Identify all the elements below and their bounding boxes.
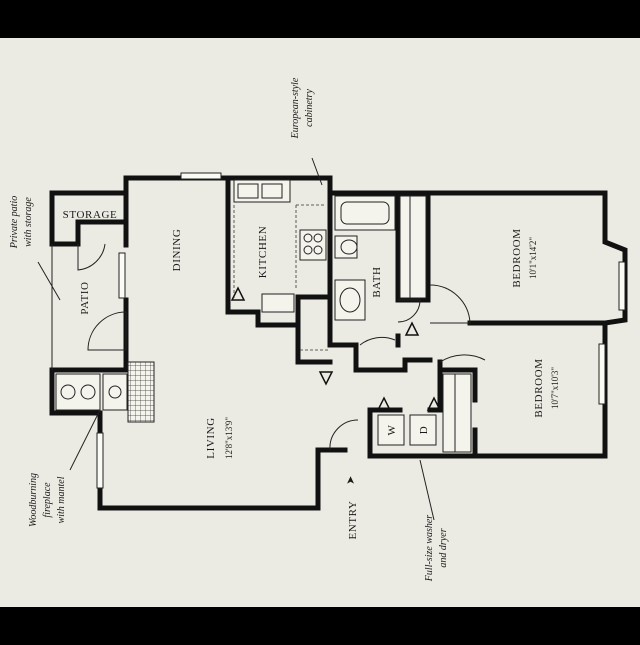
closets [399, 195, 472, 453]
washer-note-line2: and dryer [438, 528, 449, 567]
bottom-frame-bar [0, 607, 640, 645]
patio-note-line1: Private patio [9, 196, 20, 250]
laundry-labels: W D [386, 424, 430, 435]
living-label: LIVING [205, 417, 217, 458]
laundry-fixtures [377, 414, 437, 446]
room-labels: STORAGE PATIO DINING KITCHEN BATH LIVING… [63, 209, 560, 459]
bedroom2-dimensions: 10'7"x10'3" [550, 367, 560, 409]
fireplace-note-line3: with mantel [56, 476, 67, 523]
dryer-label: D [418, 426, 430, 435]
dining-label: DINING [171, 229, 183, 272]
living-dimensions: 12'8"x13'9" [224, 417, 234, 459]
bath-label: BATH [371, 266, 383, 297]
entry-marker: ENTRY ➤ [345, 475, 359, 539]
top-frame-bar [0, 0, 640, 38]
entry-label: ENTRY [347, 500, 359, 539]
fireplace-note-line1: Woodburning [28, 473, 39, 527]
patio-label: PATIO [79, 281, 91, 314]
doors [77, 243, 486, 451]
callout-notes: Private patio with storage European-styl… [9, 77, 449, 582]
marker-triangles [230, 286, 442, 411]
windows [96, 172, 626, 489]
bedroom2-label: BEDROOM [533, 358, 545, 417]
callout-lines [37, 157, 435, 521]
washer-label: W [386, 424, 398, 435]
fireplace-note-line2: fireplace [42, 482, 53, 518]
bath-fixtures [334, 195, 396, 321]
fireplace [55, 361, 155, 423]
cabinetry-note-line1: European-style [290, 77, 301, 139]
washer-note-line1: Full-size washer [424, 515, 435, 582]
patio-note-line2: with storage [23, 197, 34, 247]
bedroom1-label: BEDROOM [511, 228, 523, 287]
cabinetry-note-line2: cabinetry [304, 89, 315, 127]
bedroom1-dimensions: 10'1"x14'2" [528, 237, 538, 279]
kitchen-label: KITCHEN [257, 226, 269, 278]
storage-label: STORAGE [63, 209, 118, 221]
kitchen-fixtures [233, 179, 330, 351]
entry-arrow-icon: ➤ [345, 475, 357, 485]
